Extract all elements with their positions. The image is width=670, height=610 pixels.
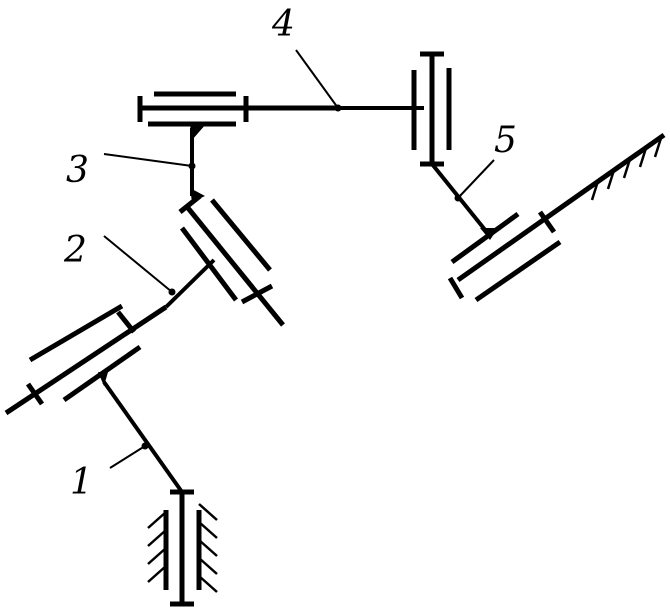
- leader-5: [457, 159, 495, 199]
- right-ground-hatch: [590, 137, 663, 201]
- label-link-3: 3: [66, 150, 89, 191]
- bottom-ground-joint: [163, 489, 202, 607]
- leader-3: [103, 153, 193, 167]
- label-link-4: 4: [271, 4, 295, 45]
- link-1: [98, 372, 184, 494]
- right-slider: [447, 132, 666, 303]
- label-link-5: 5: [494, 120, 517, 161]
- bottom-ground-hatch-left: [147, 511, 167, 583]
- lower-left-slider: [4, 303, 168, 416]
- middle-slider: [178, 194, 285, 327]
- link-4: [334, 104, 424, 112]
- link-3: [188, 124, 206, 196]
- leader-4: [295, 49, 339, 109]
- leader-2: [103, 235, 173, 293]
- leader-1: [109, 445, 146, 469]
- label-link-2: 2: [63, 230, 87, 271]
- link-2: [164, 258, 216, 309]
- bottom-ground-hatch-right: [198, 503, 218, 593]
- top-right-slider: [411, 51, 452, 167]
- joint-wedge-3: [190, 124, 206, 140]
- link-5: [430, 162, 498, 240]
- label-link-1: 1: [70, 462, 93, 503]
- top-left-slider: [137, 91, 338, 127]
- leader-lines: [103, 49, 495, 469]
